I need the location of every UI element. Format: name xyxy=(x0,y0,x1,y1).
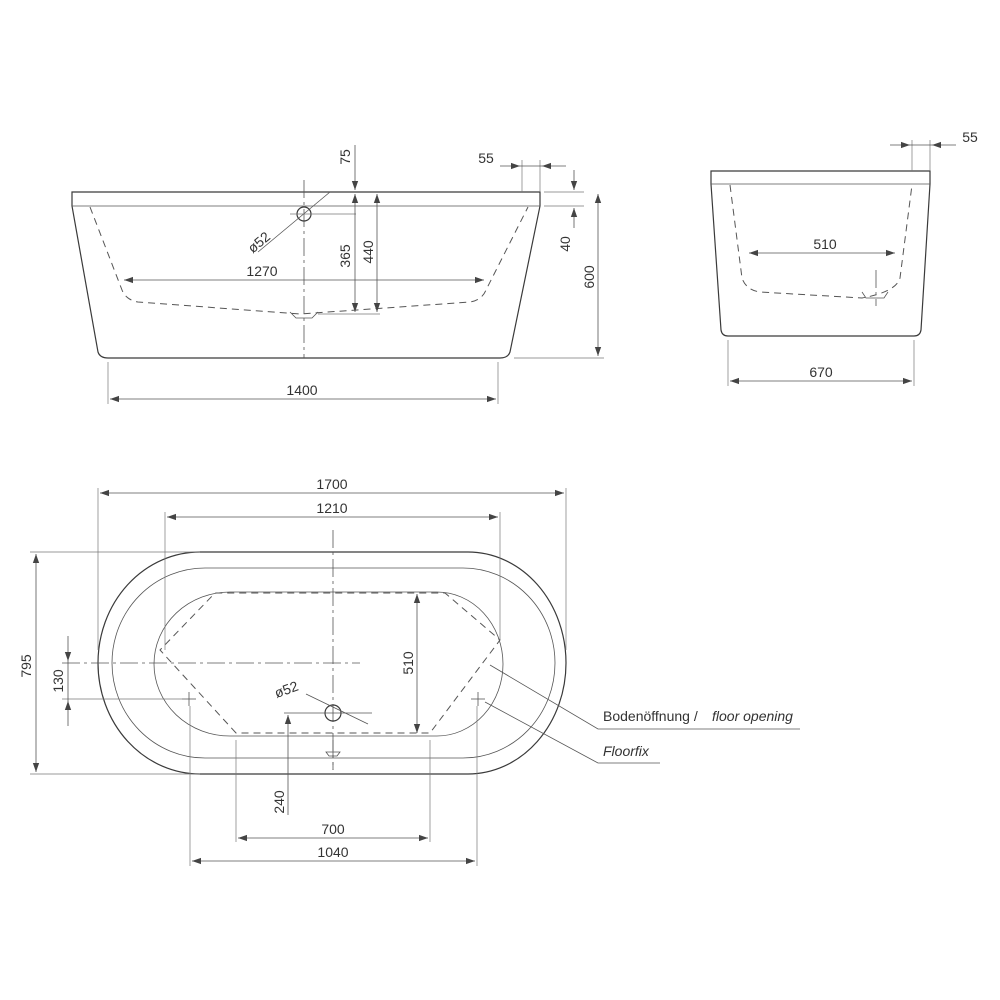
plan-outer-outline xyxy=(97,551,567,775)
dim-label-700: 700 xyxy=(321,821,345,837)
end-view: 55 510 670 xyxy=(710,129,978,386)
dim-label-440: 440 xyxy=(360,240,376,264)
floor-opening-label-de: Bodenöffnung / xyxy=(603,708,698,724)
dim-label-670: 670 xyxy=(809,364,833,380)
plan-basin-outline xyxy=(153,591,504,737)
dim-label-1700: 1700 xyxy=(316,476,347,492)
floorfix-label: Floorfix xyxy=(603,743,650,759)
floorfix-left-marker xyxy=(182,692,196,706)
side-view-outline xyxy=(71,191,541,359)
floorfix-right-marker xyxy=(471,692,485,706)
dim-label-1210: 1210 xyxy=(316,500,347,516)
dim-label-365: 365 xyxy=(337,244,353,268)
plan-view: 1700 1210 795 130 510 ø52 240 700 xyxy=(18,476,800,866)
dim-label-130: 130 xyxy=(50,669,66,693)
dim-label-end-55: 55 xyxy=(962,129,978,145)
side-view: 75 365 440 ø52 1270 55 40 600 1400 xyxy=(71,145,604,404)
floor-opening-leader xyxy=(489,664,800,730)
dim-label-side-55: 55 xyxy=(478,150,494,166)
dim-label-75: 75 xyxy=(337,149,353,165)
dim-label-240: 240 xyxy=(271,790,287,814)
plan-floor-dashed xyxy=(159,592,501,734)
dim-label-1040: 1040 xyxy=(317,844,348,860)
end-view-drain xyxy=(861,291,889,299)
drain-outlet xyxy=(289,311,319,319)
dim-label-600: 600 xyxy=(581,265,597,289)
dim-label-plan-diameter: ø52 xyxy=(272,678,300,701)
end-view-outline xyxy=(710,170,931,337)
floorfix-leader xyxy=(484,701,660,764)
end-view-inner-dashed xyxy=(729,184,913,299)
dim-label-side-diameter: ø52 xyxy=(244,228,273,256)
dim-label-plan-510: 510 xyxy=(400,651,416,675)
overflow-mark xyxy=(325,751,341,757)
dim-label-1400: 1400 xyxy=(286,382,317,398)
dim-label-side-40: 40 xyxy=(557,236,573,252)
dim-label-795: 795 xyxy=(18,654,34,678)
dim-label-end-510: 510 xyxy=(813,236,837,252)
floor-opening-label-en: floor opening xyxy=(712,708,793,724)
side-view-inner-dashed xyxy=(89,206,529,315)
dim-label-1270: 1270 xyxy=(246,263,277,279)
plan-rim-inner-outline xyxy=(111,567,556,759)
